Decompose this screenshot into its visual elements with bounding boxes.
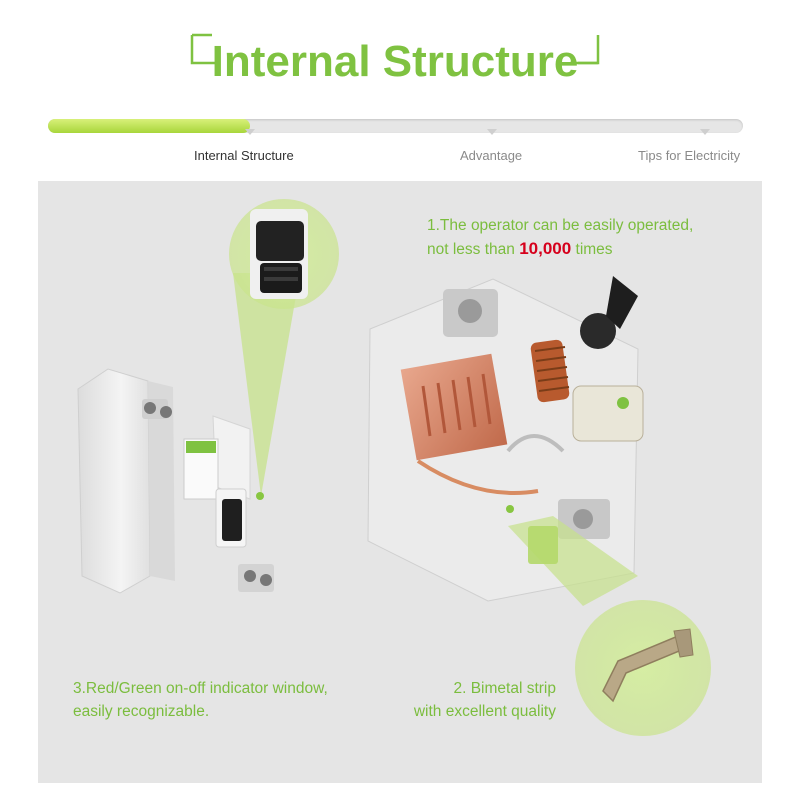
tab-advantage[interactable]: Advantage <box>460 148 523 163</box>
progress-marker <box>245 129 255 135</box>
mcb-front-view <box>77 368 274 594</box>
tab-tips-for-electricity[interactable]: Tips for Electricity <box>638 148 741 163</box>
section-title-frame: Internal Structure <box>190 25 600 95</box>
callout-operator-prefix: not less than <box>427 241 520 258</box>
callout-indicator-line2: easily recognizable. <box>73 703 210 720</box>
callout-indicator: 3.Red/Green on-off indicator window, eas… <box>73 677 328 723</box>
callout-bimetal: 2. Bimetal strip with excellent quality <box>406 677 556 723</box>
progress-marker <box>487 129 497 135</box>
mcb-internal-view <box>367 276 644 602</box>
callout-operator-line1: 1.The operator can be easily operated, <box>427 217 694 234</box>
product-illustration <box>77 199 711 736</box>
callout-bimetal-line2: with excellent quality <box>413 703 556 720</box>
magnifier-beam <box>233 273 300 496</box>
callout-bimetal-line1: 2. Bimetal strip <box>453 680 556 697</box>
operation-count-highlight: 10,000 <box>519 239 572 258</box>
callout-operator-line2: not less than 10,000 times <box>427 237 693 261</box>
page-title: Internal Structure <box>211 37 579 86</box>
callout-operator-suffix: times <box>571 241 613 258</box>
progress-marker <box>700 129 710 135</box>
title-bracket-frame <box>190 33 600 65</box>
callout-indicator-line1: 3.Red/Green on-off indicator window, <box>73 680 328 697</box>
callout-operator: 1.The operator can be easily operated, n… <box>427 214 693 261</box>
tab-internal-structure[interactable]: Internal Structure <box>194 148 294 163</box>
bimetal-zoom-bubble <box>575 600 711 736</box>
progress-fill <box>48 119 250 133</box>
section-progress-bar <box>48 119 743 133</box>
internal-structure-panel: 1.The operator can be easily operated, n… <box>38 181 762 783</box>
